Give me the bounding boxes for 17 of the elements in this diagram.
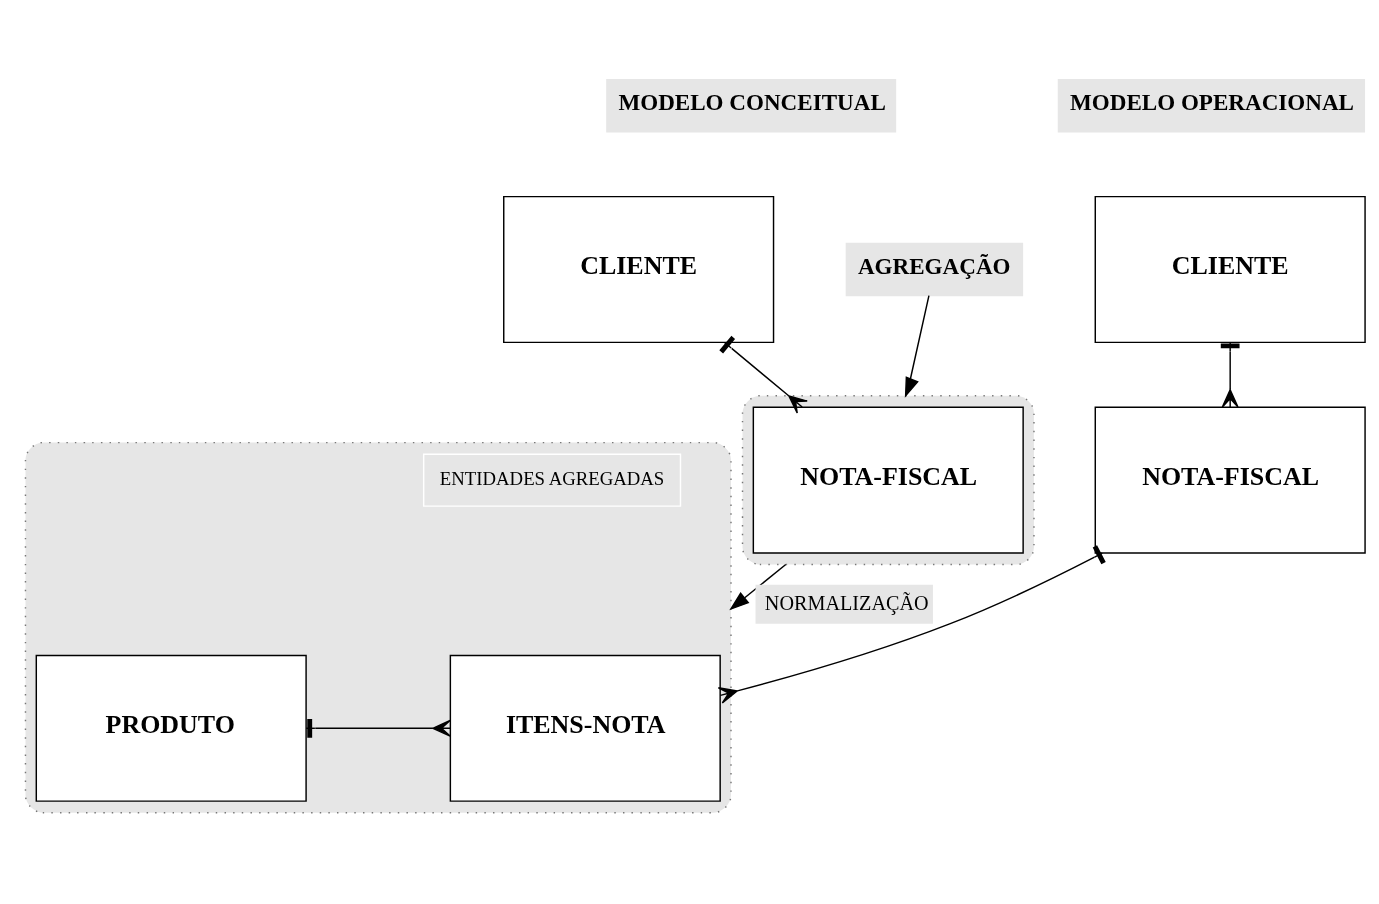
- connector: [1220, 341, 1240, 408]
- node-box: ITENS-NOTA: [449, 654, 721, 802]
- arrow: [904, 294, 930, 398]
- node-box: NOTA-FISCAL: [752, 406, 1024, 554]
- node-box: PRODUTO: [35, 654, 307, 802]
- node-box: NOTA-FISCAL: [1094, 406, 1366, 554]
- node-box: MODELO OPERACIONAL: [1057, 79, 1366, 133]
- node-box: ENTIDADES AGREGADAS: [422, 453, 682, 507]
- cluster: [24, 441, 732, 814]
- node-box: CLIENTE: [1094, 195, 1366, 344]
- connector: [719, 335, 808, 414]
- node-box: AGREGAÇÃO: [845, 242, 1024, 297]
- node-box: MODELO CONCEITUAL: [606, 79, 897, 133]
- node-box: CLIENTE: [503, 195, 775, 344]
- edge-label: NORMALIZAÇÃO: [764, 592, 929, 615]
- arrow: [729, 563, 787, 611]
- connector: [717, 545, 1106, 704]
